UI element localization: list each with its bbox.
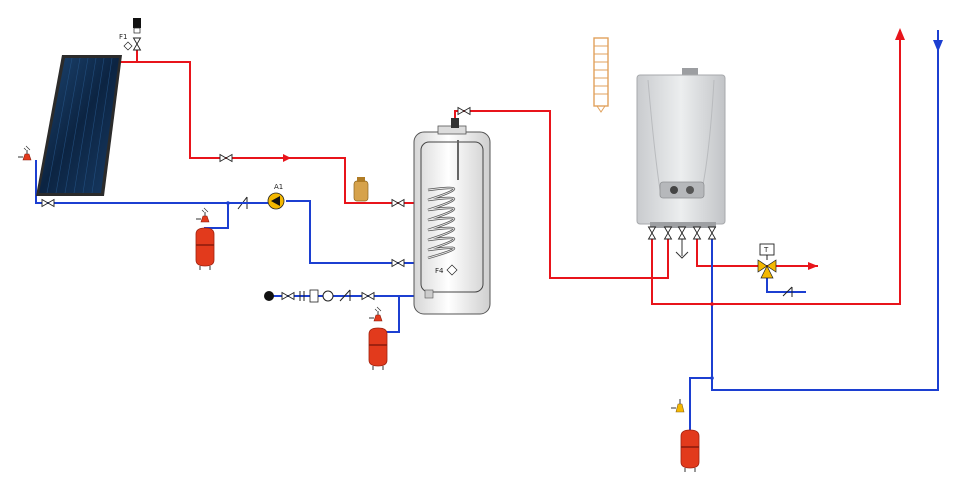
flow-arrow-icon — [933, 40, 943, 52]
check-valve-icon — [782, 286, 793, 297]
expansion-vessel-icon — [368, 327, 388, 371]
air-vent-icon — [133, 18, 141, 34]
sensor-label-f4: F4 — [435, 267, 444, 275]
boiler-dhw-out-pipe — [696, 238, 818, 267]
solar-return-pipe — [35, 160, 268, 204]
mixer-cold-pipe — [766, 274, 806, 293]
solar-flow-pipe — [121, 61, 423, 204]
circulation-pump-icon — [267, 192, 285, 210]
solar-collector-icon — [36, 55, 122, 196]
expansion-vessel-icon — [195, 227, 215, 271]
check-valve-icon — [236, 196, 254, 210]
flow-arrow-icon — [895, 28, 905, 40]
expansion-vessel-icon — [680, 429, 700, 473]
cold-inlet-group — [264, 289, 375, 303]
sensor-label-f1: F1 — [119, 33, 127, 41]
tank-outlet-pipe — [454, 110, 669, 279]
heating-flow-pipe — [651, 30, 901, 305]
safety-valve-icon — [671, 399, 685, 413]
vessel-branch-pipe — [689, 377, 712, 440]
flow-arrow-icon — [283, 154, 291, 162]
thermostatic-valve-icon — [353, 177, 369, 202]
storage-tank-icon — [413, 118, 491, 315]
pump-to-coil-pipe — [286, 200, 423, 264]
mixing-valve-icon — [757, 243, 777, 279]
heating-return-pipe — [711, 30, 939, 391]
sensor-icon — [446, 264, 458, 276]
radiator-icon — [593, 37, 609, 113]
pump-label-a1: A1 — [274, 183, 283, 191]
sensor-icon — [123, 41, 133, 51]
gas-boiler-icon — [636, 68, 726, 228]
flow-arrow-icon — [808, 262, 818, 270]
mixing-valve-label-t: T — [763, 246, 769, 254]
